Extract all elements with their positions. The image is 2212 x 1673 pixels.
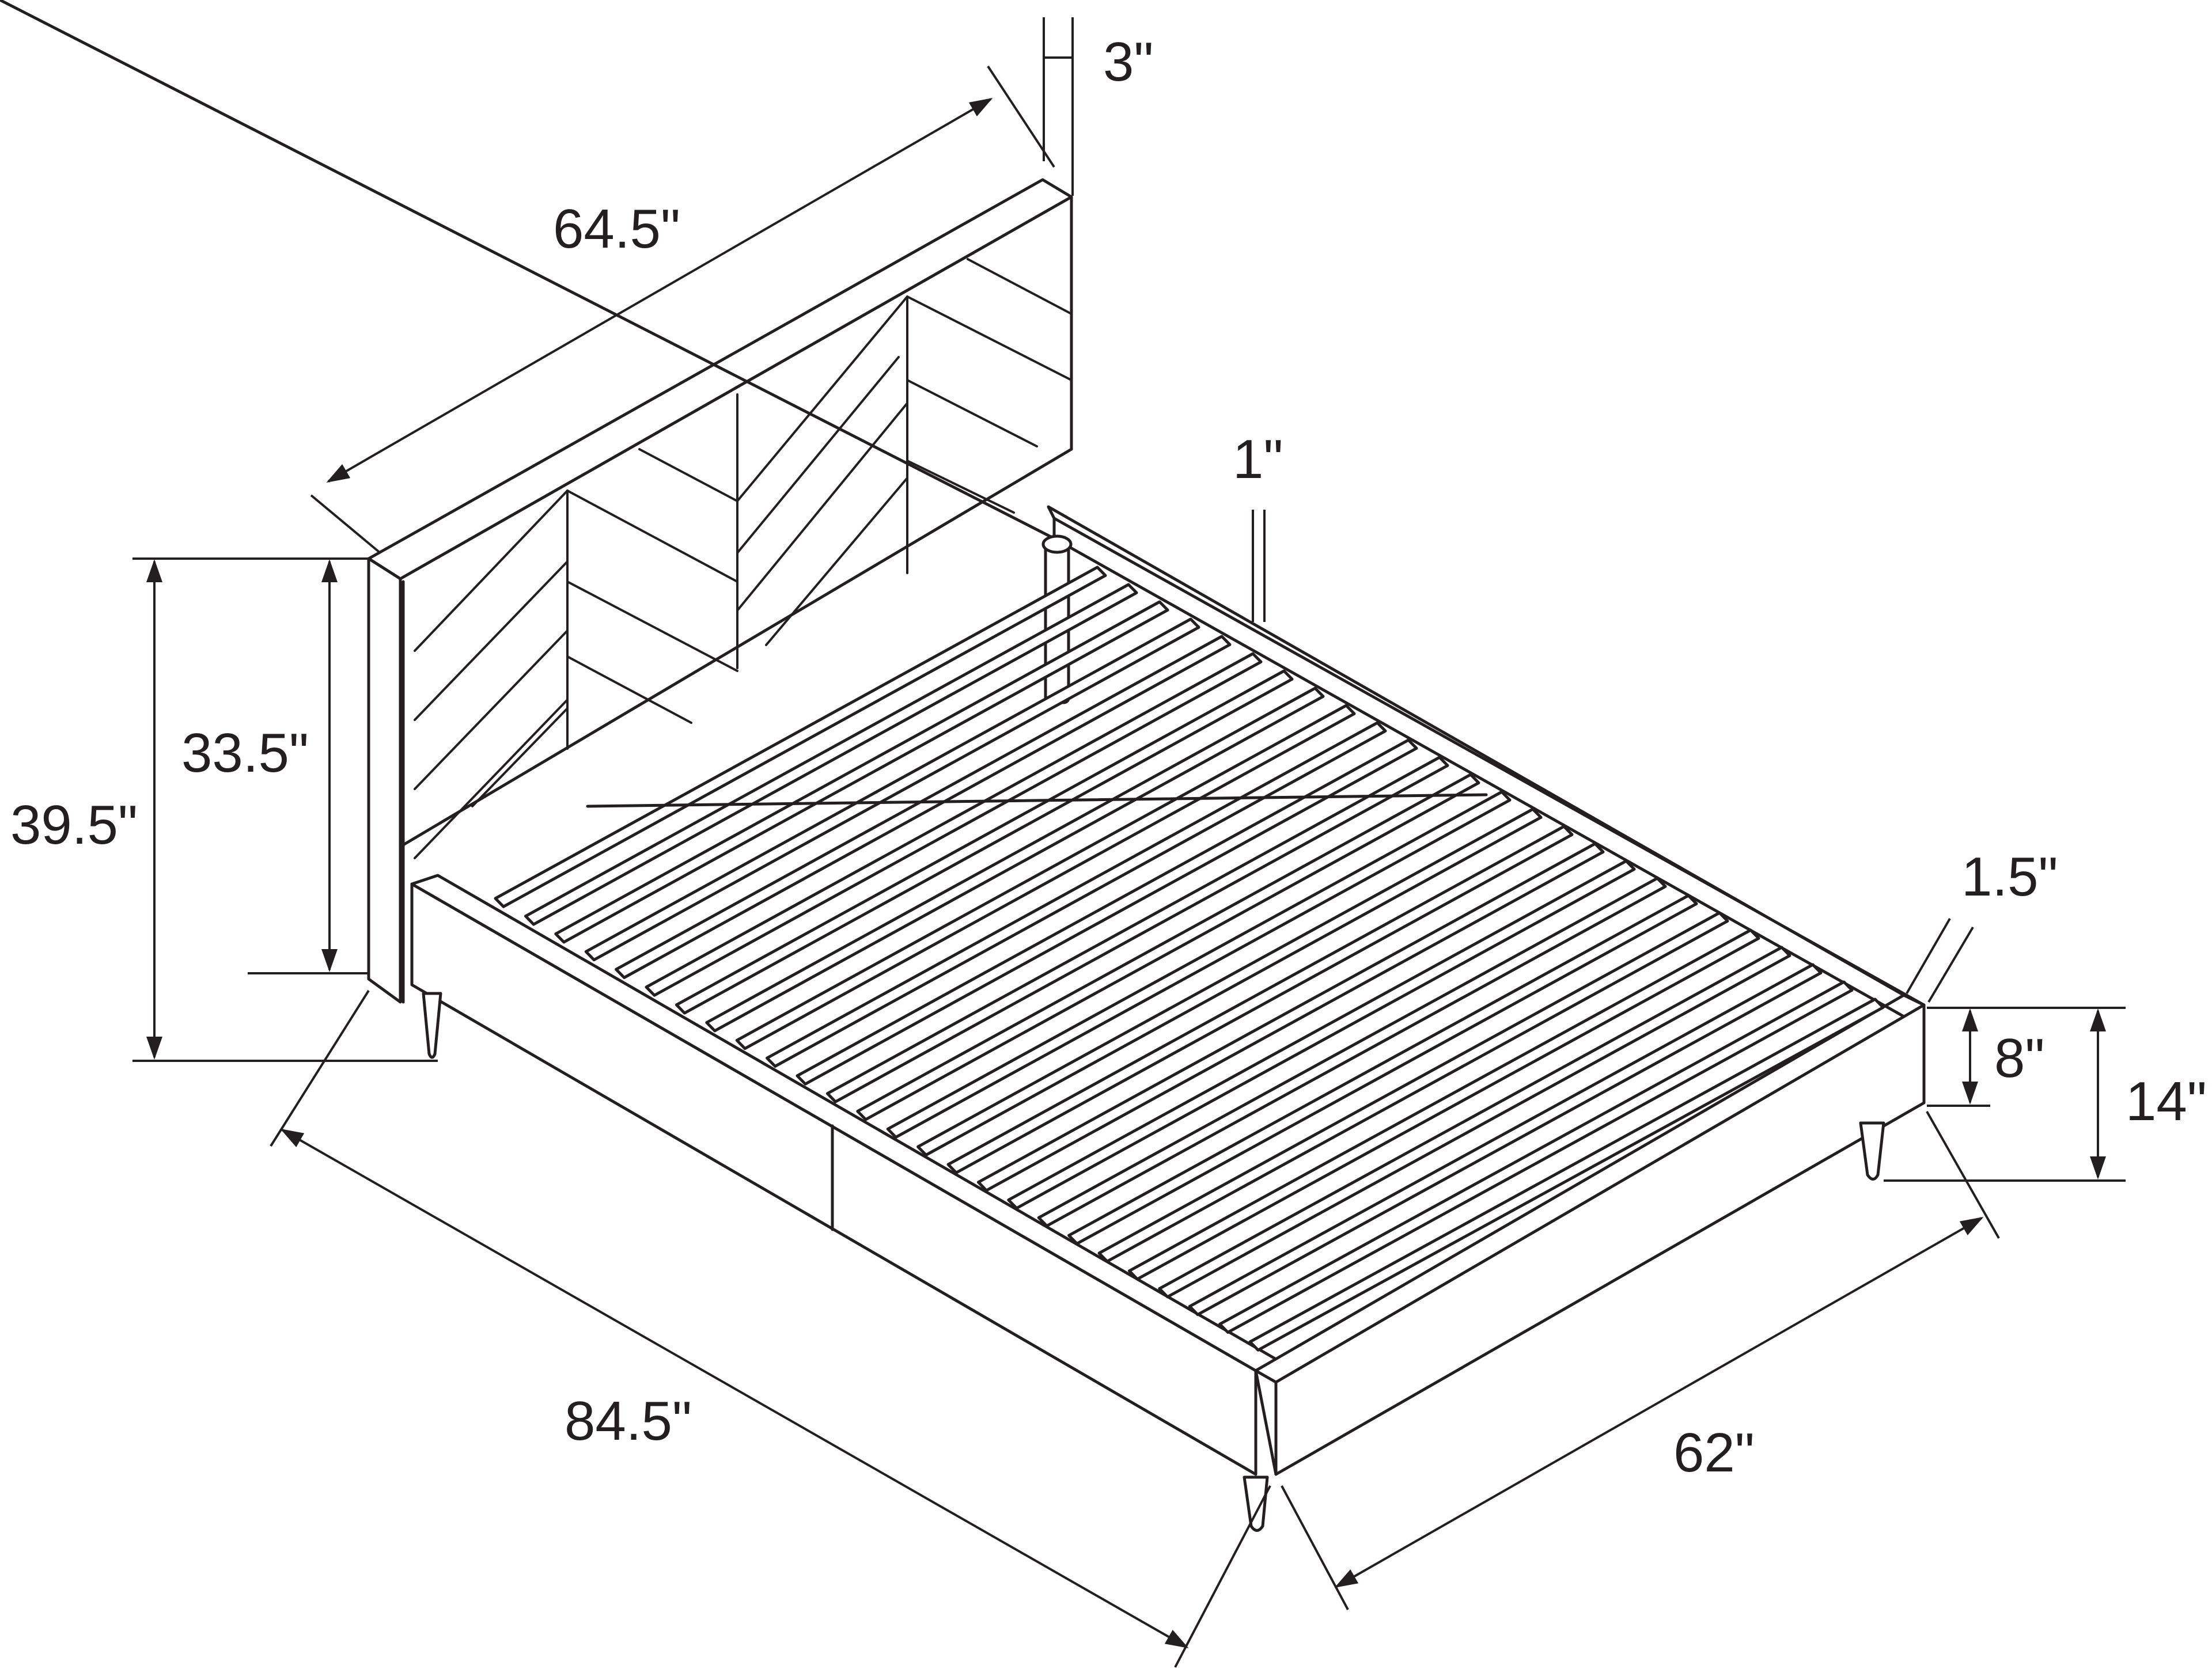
- label-frame-height: 14": [2126, 1071, 2207, 1132]
- dim-footboard-thickness: 1.5": [1906, 846, 2058, 1003]
- dim-headboard-thickness: 3": [1043, 17, 1153, 196]
- dim-frame-height: 14": [1884, 1007, 2207, 1182]
- dim-rail-height: 8": [1927, 1007, 2044, 1107]
- slat: [584, 617, 1200, 962]
- slat: [494, 566, 1107, 908]
- label-panel-height: 33.5": [181, 722, 309, 784]
- slat: [554, 600, 1169, 944]
- label-footboard-thickness: 1.5": [1961, 846, 2058, 908]
- label-rail-thickness: 1": [1233, 428, 1283, 490]
- slat: [735, 704, 1356, 1050]
- slat: [825, 756, 1449, 1103]
- label-total-height: 39.5": [10, 794, 138, 856]
- slat: [796, 738, 1418, 1086]
- dim-frame-width: 62": [1281, 1111, 2000, 1610]
- slat: [856, 773, 1480, 1121]
- center-rail: [586, 793, 1488, 808]
- label-headboard-width: 64.5": [553, 198, 680, 260]
- slat: [615, 635, 1232, 979]
- slat: [766, 721, 1387, 1068]
- label-frame-width: 62": [1673, 1422, 1755, 1484]
- label-rail-height: 8": [1994, 1027, 2044, 1089]
- label-frame-length: 84.5": [565, 1390, 692, 1452]
- slat: [645, 652, 1263, 997]
- slat: [675, 669, 1294, 1015]
- legs: [422, 992, 1885, 1532]
- dim-panel-height: 33.5": [181, 559, 369, 974]
- dim-rail-thickness: 1": [1233, 428, 1283, 622]
- dim-total-height: 39.5": [10, 557, 438, 1062]
- slat: [524, 583, 1138, 926]
- label-headboard-thickness: 3": [1103, 31, 1153, 93]
- dim-frame-length: 84.5": [270, 989, 1271, 1668]
- dim-headboard-width: 64.5": [310, 65, 1055, 554]
